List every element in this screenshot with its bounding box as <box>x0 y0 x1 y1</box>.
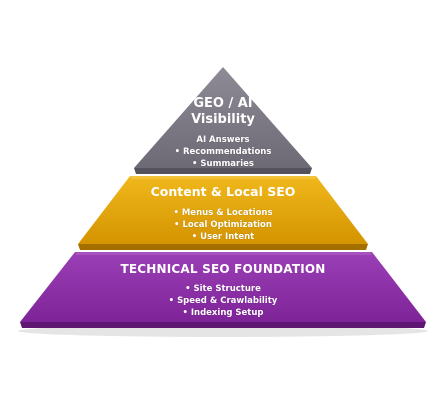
list-item: • User Intent <box>191 232 255 242</box>
tier-technical-seo-foundation <box>20 252 426 328</box>
tier-geo-ai-title-line2: Visibility <box>191 112 255 127</box>
tier-technical-seo-list: • Site Structure • Speed & Crawlability … <box>0 283 446 319</box>
tier-technical-seo-title: TECHNICAL SEO FOUNDATION <box>120 262 326 276</box>
list-item: • Summaries <box>192 159 254 169</box>
tier-content-local-seo-title: Content & Local SEO <box>150 184 296 199</box>
tier-technical-seo-foundation-text: TECHNICAL SEO FOUNDATION • Site Structur… <box>0 262 446 319</box>
tier-content-local-seo <box>78 176 368 250</box>
list-item: • Site Structure <box>185 284 261 294</box>
list-item: AI Answers <box>196 135 250 145</box>
list-item: • Local Optimization <box>174 220 272 230</box>
tier-geo-ai-list: AI Answers • Recommendations • Summaries <box>0 134 446 170</box>
list-item: • Menus & Locations <box>173 208 273 218</box>
list-item: • Speed & Crawlability <box>168 296 278 306</box>
tier-geo-ai-title-line1: GEO / AI <box>193 96 253 111</box>
tier-geo-ai-visibility-text: GEO / AI Visibility AI Answers • Recomme… <box>0 96 446 170</box>
list-item: • Recommendations <box>174 147 272 157</box>
tier-geo-ai-visibility <box>134 67 312 174</box>
tier-content-local-seo-text: Content & Local SEO • Menus & Locations … <box>0 184 446 243</box>
list-item: • Indexing Setup <box>182 308 264 318</box>
tier-content-local-seo-list: • Menus & Locations • Local Optimization… <box>0 207 446 243</box>
